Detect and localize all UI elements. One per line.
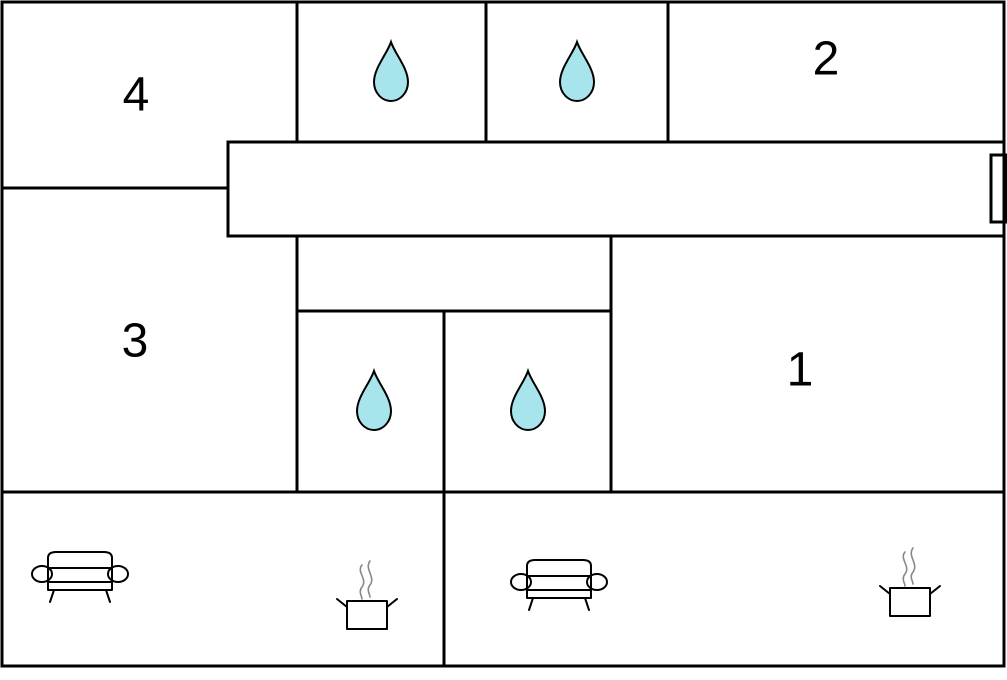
water-drop-icon bbox=[510, 370, 546, 431]
water-drop-icon bbox=[559, 41, 595, 102]
water-drop-icon bbox=[373, 41, 409, 102]
cooking-pot-icon bbox=[336, 560, 398, 630]
corridor bbox=[226, 140, 1006, 238]
entrance-door bbox=[989, 153, 1007, 224]
room-4-label: 4 bbox=[123, 69, 150, 122]
interior-walls bbox=[2, 2, 1004, 666]
sofa-icon bbox=[510, 559, 608, 611]
room-3-label: 3 bbox=[122, 315, 149, 368]
water-drop-icon bbox=[356, 370, 392, 431]
sofa-icon bbox=[31, 551, 129, 603]
room-1-label: 1 bbox=[787, 344, 814, 397]
room-2-label: 2 bbox=[813, 33, 840, 86]
cooking-pot-icon bbox=[879, 547, 941, 617]
